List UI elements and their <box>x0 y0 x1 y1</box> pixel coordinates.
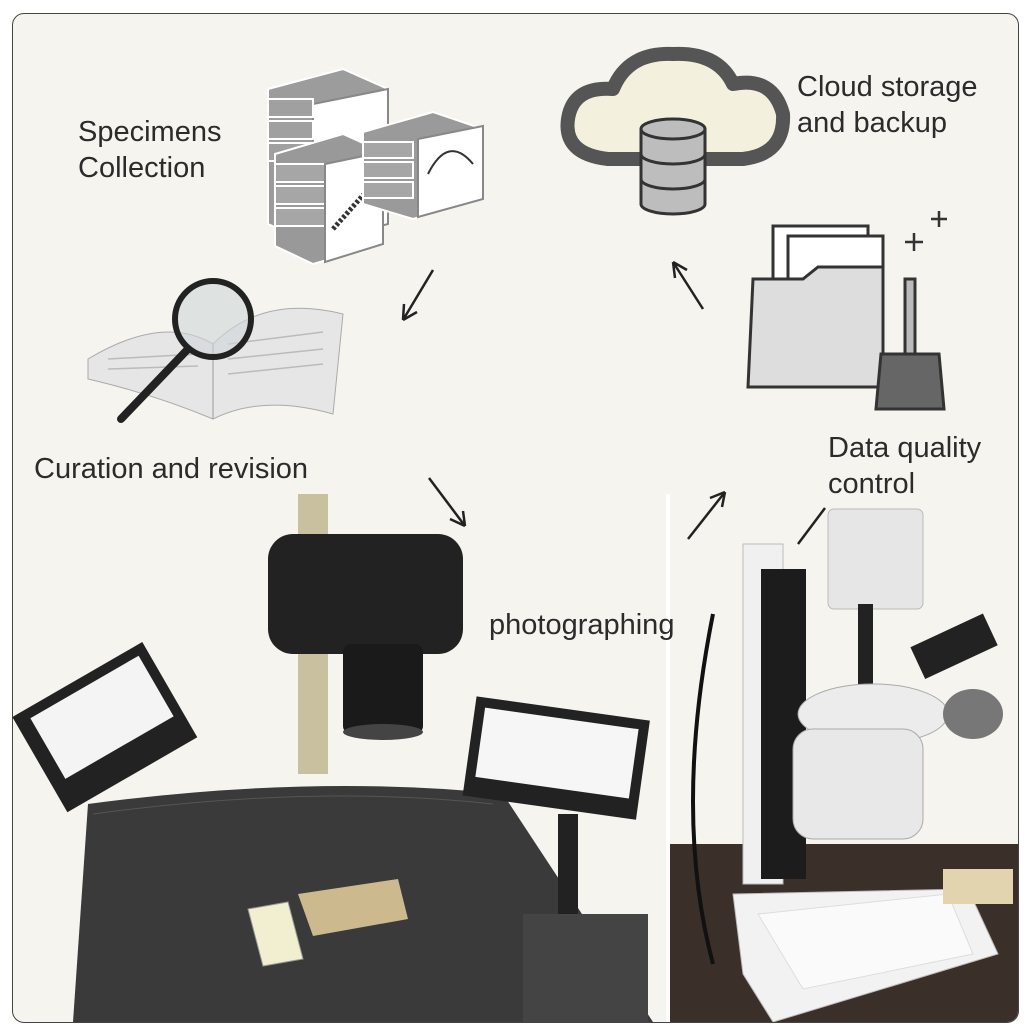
label-dq-line1: Data quality <box>828 432 982 464</box>
microscope-image <box>668 508 1018 1022</box>
label-cloud-storage: Cloud storage and backup <box>797 69 978 141</box>
label-specimens-collection: Specimens Collection <box>78 114 221 186</box>
label-curation: Curation and revision <box>34 453 309 485</box>
diagram-artwork <box>13 46 1018 1022</box>
label-cloud-line2: and backup <box>797 107 947 139</box>
label-cloud-line1: Cloud storage <box>797 71 978 103</box>
workflow-diagram: Specimens Collection Cloud storage and b… <box>12 13 1019 1023</box>
label-specimens-line1: Specimens <box>78 116 222 148</box>
cloud-database-icon <box>560 46 791 216</box>
specimen-cabinets-icon <box>267 67 484 266</box>
flow-arrows <box>401 260 826 545</box>
photo-setup-image <box>13 494 653 1022</box>
folder-broom-icon <box>746 211 947 411</box>
label-photographing: photographing <box>489 609 675 641</box>
book-magnifier-icon <box>87 278 344 423</box>
label-data-quality: Data quality control <box>828 430 981 502</box>
label-specimens-line2: Collection <box>78 152 206 184</box>
label-dq-line2: control <box>828 468 916 500</box>
